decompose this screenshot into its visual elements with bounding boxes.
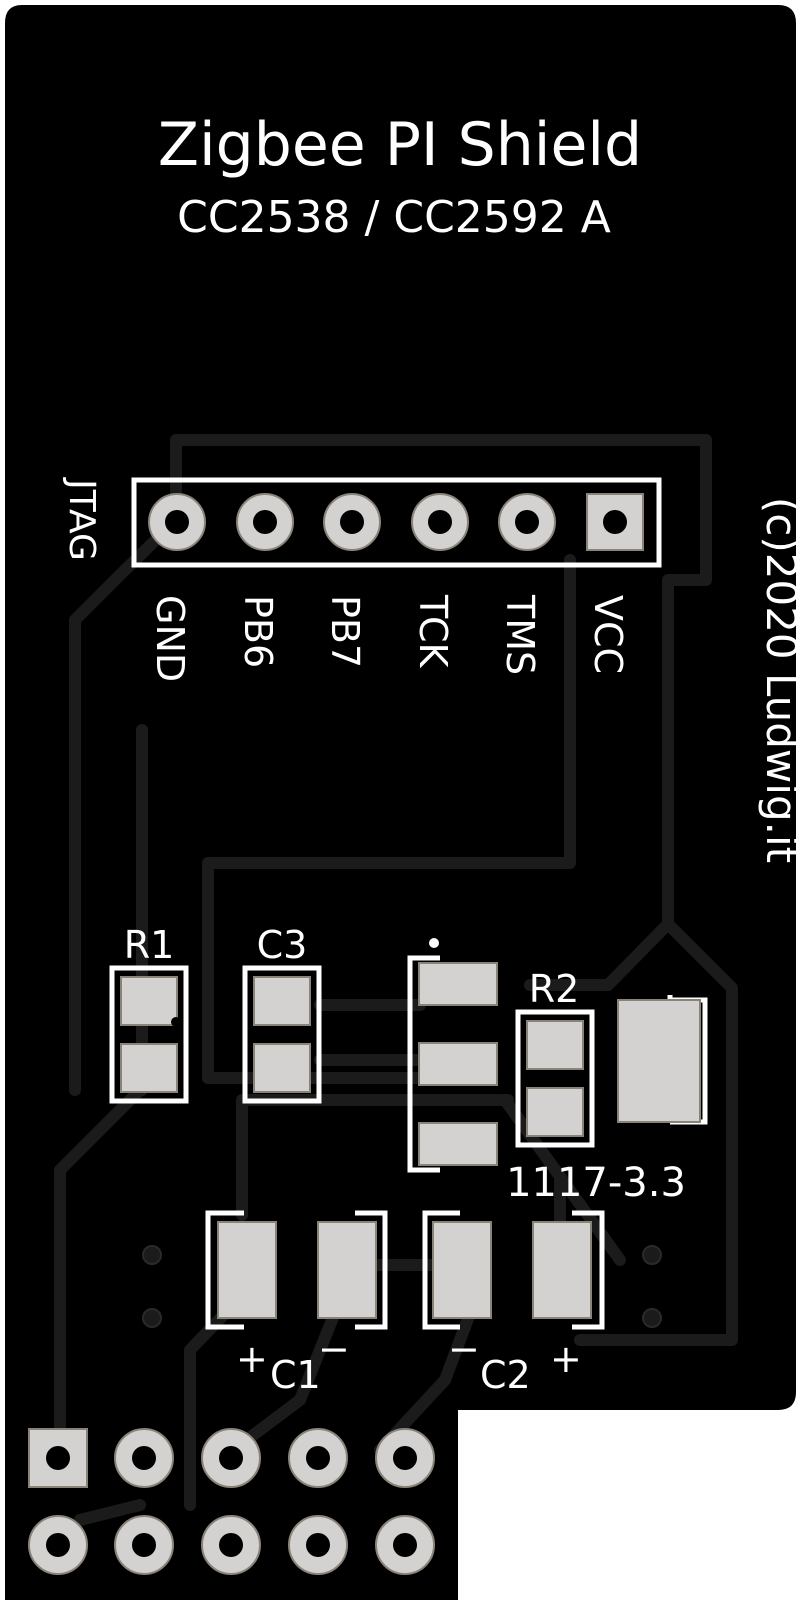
jtag-pin-label-pb6: PB6	[236, 595, 280, 668]
copyright-text: (c)2020 Ludwig.it	[757, 497, 804, 863]
r2-outline	[515, 1009, 595, 1148]
via	[642, 1308, 662, 1328]
r2-pad-top	[526, 1020, 584, 1070]
board-title: Zigbee PI Shield	[158, 110, 642, 180]
board-substrate	[5, 5, 796, 1600]
r1-pad-bottom	[120, 1043, 178, 1093]
pi-header-pads	[28, 1428, 435, 1575]
r1-pad-top	[120, 976, 178, 1026]
jtag-pad-vcc	[586, 493, 644, 551]
regulator-pin-1	[418, 962, 498, 1006]
jtag-pads	[148, 493, 644, 551]
jtag-pin-label-pb7: PB7	[323, 595, 367, 668]
c2-minus-mark: −	[448, 1327, 480, 1371]
c3-pad-bottom	[253, 1043, 311, 1093]
jtag-pin-label-tck: TCK	[411, 594, 455, 669]
c1-pad-minus	[317, 1221, 377, 1319]
via	[142, 1245, 162, 1265]
c3-pad-top	[253, 976, 311, 1026]
regulator-pin-2	[418, 1042, 498, 1086]
r1-label: R1	[124, 923, 175, 967]
c1-label: C1	[270, 1353, 321, 1397]
regulator-pin1-dot	[429, 938, 439, 948]
c2-outline	[422, 1210, 605, 1330]
c2-pad-minus	[432, 1221, 492, 1319]
r1-via	[171, 1017, 181, 1027]
vias	[142, 1245, 662, 1328]
r2-pad-bottom	[526, 1087, 584, 1137]
c1-minus-mark: −	[318, 1327, 350, 1371]
c2-pad-plus	[532, 1221, 592, 1319]
c2-label: C2	[480, 1353, 531, 1397]
copper-traces	[54, 434, 738, 1526]
jtag-pin-label-tms: TMS	[498, 594, 542, 675]
via	[142, 1308, 162, 1328]
regulator-tab	[617, 999, 701, 1123]
c3-label: C3	[257, 923, 308, 967]
jtag-pin-labels: GND PB6 PB7 TCK TMS VCC	[148, 594, 630, 682]
r2-label: R2	[529, 967, 580, 1011]
c1-plus-mark: +	[236, 1337, 268, 1381]
regulator-silk-bracket	[407, 955, 440, 1173]
c2-plus-mark: +	[550, 1337, 582, 1381]
c1-pad-plus	[217, 1221, 277, 1319]
board-subtitle: CC2538 / CC2592 A	[177, 192, 611, 243]
jtag-pin-label-vcc: VCC	[586, 595, 630, 674]
c3-outline	[242, 965, 322, 1104]
r1-outline	[109, 965, 189, 1104]
jtag-pin-label-gnd: GND	[148, 595, 192, 682]
regulator-label: 1117-3.3	[506, 1160, 686, 1206]
c1-outline	[205, 1210, 388, 1330]
via	[642, 1245, 662, 1265]
jtag-header-outline	[131, 477, 662, 568]
regulator-pin-3	[418, 1122, 498, 1166]
jtag-label: JTAG	[61, 477, 102, 561]
